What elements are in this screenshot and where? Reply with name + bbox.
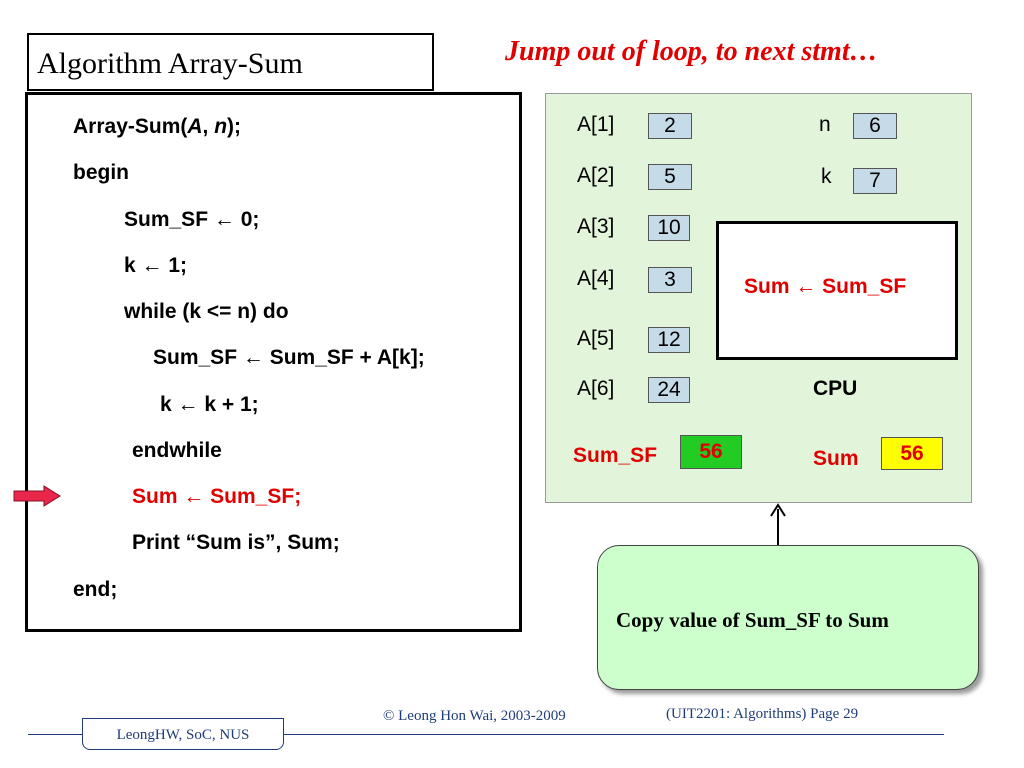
sum-sf-label: Sum_SF [573, 444, 658, 467]
code-line-6: Sum_SF ← Sum_SF + A[k]; [153, 346, 425, 369]
explanation-callout [597, 545, 979, 690]
sum-label: Sum [813, 447, 859, 470]
code-line-9-current: Sum ← Sum_SF; [132, 485, 302, 508]
code-l1-close: ); [227, 115, 242, 138]
array-label-2: A[2] [577, 164, 615, 187]
n-label: n [819, 113, 831, 136]
footer-page-number: (UIT2201: Algorithms) Page 29 [666, 706, 859, 722]
cpu-statement: Sum ← Sum_SF [744, 275, 907, 298]
code-line-4: k ← 1; [124, 254, 188, 277]
code-line-7: k ← k + 1; [160, 393, 259, 416]
code-l1-a: Array-Sum( [73, 115, 188, 138]
footer-author-tab: LeongHW, SoC, NUS [82, 718, 284, 750]
array-cell-6: 24 [648, 377, 690, 403]
n-cell: 6 [853, 113, 897, 139]
current-line-arrow-icon [13, 485, 61, 507]
footer-line [28, 734, 944, 735]
code-line-10: Print “Sum is”, Sum; [132, 531, 340, 554]
sum-cell: 56 [881, 437, 943, 470]
array-label-6: A[6] [577, 377, 615, 400]
array-label-1: A[1] [577, 113, 615, 136]
cpu-box [716, 221, 958, 360]
k-label: k [821, 165, 832, 188]
array-cell-5: 12 [648, 327, 690, 353]
array-cell-3: 10 [648, 215, 690, 241]
headline: Jump out of loop, to next stmt… [505, 36, 878, 67]
code-line-5: while (k <= n) do [124, 300, 289, 323]
callout-text: Copy value of Sum_SF to Sum [616, 608, 889, 632]
code-line-2: begin [73, 161, 129, 184]
code-l1-a-param: A [187, 115, 203, 138]
slide-title: Algorithm Array-Sum [27, 33, 434, 91]
array-cell-2: 5 [648, 164, 692, 190]
sum-sf-cell: 56 [680, 435, 742, 469]
cpu-label: CPU [813, 377, 858, 400]
array-cell-4: 3 [648, 267, 692, 293]
code-line-3: Sum_SF ← 0; [124, 208, 260, 231]
arrow-up-icon [770, 503, 786, 546]
code-box [25, 92, 522, 632]
footer-copyright: © Leong Hon Wai, 2003-2009 [383, 708, 566, 724]
k-cell: 7 [853, 168, 897, 194]
array-label-4: A[4] [577, 267, 615, 290]
code-line-1: Array-Sum(A, n); [73, 115, 241, 139]
code-line-11: end; [73, 578, 118, 601]
array-label-3: A[3] [577, 215, 615, 238]
code-l1-comma: , [202, 115, 215, 138]
code-line-8: endwhile [132, 439, 222, 462]
array-label-5: A[5] [577, 327, 615, 350]
array-cell-1: 2 [648, 113, 692, 139]
code-l1-n-param: n [214, 115, 228, 138]
